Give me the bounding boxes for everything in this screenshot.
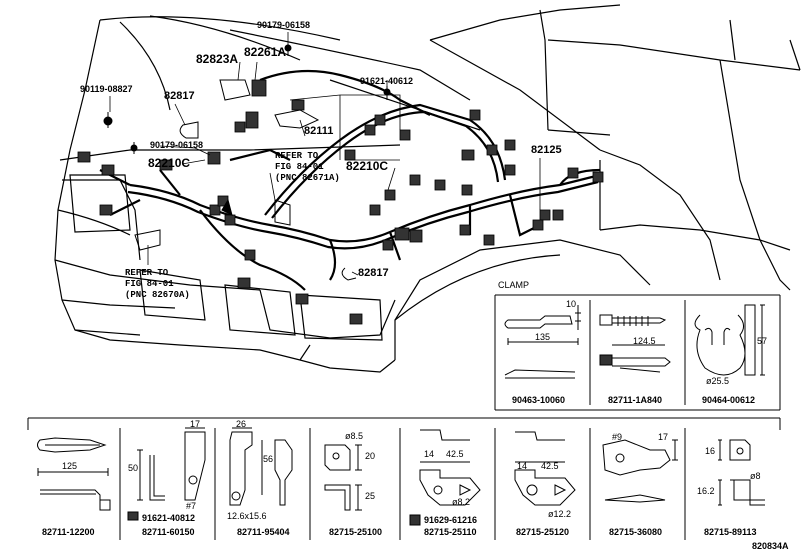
part-82715-25120[interactable]: 82715-25120	[516, 527, 570, 537]
dim-17-a: 17	[190, 419, 201, 429]
small-parts	[103, 44, 391, 281]
label-82111[interactable]: 82111	[304, 125, 334, 137]
clamp-section-title: CLAMP	[498, 280, 530, 290]
part-90463-10060[interactable]: 90463-10060	[512, 395, 566, 405]
part-82715-25110[interactable]: 82715-25110	[424, 527, 477, 537]
label-82817-top[interactable]: 82817	[164, 90, 195, 102]
dim-16-2: 16.2	[697, 486, 715, 496]
dim-16: 16	[705, 446, 716, 456]
part-91621-40812[interactable]: 91621-40812	[142, 513, 196, 523]
label-82210C-mid[interactable]: 82210C	[346, 159, 389, 173]
label-90179-06158-mid[interactable]: 90179-06158	[150, 140, 204, 150]
part-82711-60150[interactable]: 82711-60150	[142, 527, 195, 537]
dim-hash-9: #9	[612, 432, 623, 442]
dim-56: 56	[263, 454, 274, 464]
bottom-drawings	[37, 427, 765, 526]
clamp-dim-124-5: 124.5	[633, 336, 656, 346]
dim-dia-8-5: ø8.5	[345, 431, 364, 441]
dim-20: 20	[365, 451, 376, 461]
figure-code: 820834A	[752, 541, 789, 551]
leader-lines	[109, 32, 541, 276]
refer-to-fig-bottom[interactable]: REFER TO FIG 84-01 (PNC 82670A)	[125, 268, 190, 300]
part-91629-61216[interactable]: 91629-61216	[424, 515, 478, 525]
dim-26: 26	[236, 419, 247, 429]
part-82715-25100[interactable]: 82715-25100	[329, 527, 383, 537]
label-90179-06158-top[interactable]: 90179-06158	[257, 20, 311, 30]
label-82261A[interactable]: 82261A	[244, 45, 287, 59]
clamp-dim-10: 10	[566, 299, 577, 309]
dim-25: 25	[365, 491, 376, 501]
label-91621-40612[interactable]: 91621-40612	[360, 76, 414, 86]
label-82125[interactable]: 82125	[531, 144, 562, 156]
dim-12-6x15-6: 12.6x15.6	[227, 511, 267, 521]
label-82817-bottom[interactable]: 82817	[358, 267, 389, 279]
vehicle-body-outline	[54, 4, 801, 373]
clamp-drawings	[504, 304, 765, 379]
dim-17-b: 17	[658, 432, 669, 442]
label-90119-08827[interactable]: 90119-08827	[80, 84, 133, 94]
dim-125: 125	[62, 461, 78, 471]
section-frames	[27, 294, 781, 540]
dim-dia-8: ø8	[750, 471, 761, 481]
part-82711-12200[interactable]: 82711-12200	[42, 527, 95, 537]
part-82711-95404[interactable]: 82711-95404	[237, 527, 290, 537]
clamp-dim-57: 57	[757, 336, 768, 346]
label-82823A[interactable]: 82823A	[196, 52, 239, 66]
clamp-dim-135: 135	[535, 332, 551, 342]
dim-dia-8-2: ø8.2	[452, 497, 471, 507]
dim-42-5-a: 42.5	[446, 449, 464, 459]
dim-dia-12-2: ø12.2	[548, 509, 572, 519]
part-82715-36080[interactable]: 82715-36080	[609, 527, 663, 537]
refer-to-fig-top[interactable]: REFER TO FIG 84-01 (PNC 82671A)	[275, 151, 340, 183]
dim-42-5-b: 42.5	[541, 461, 559, 471]
label-82210C-left[interactable]: 82210C	[148, 156, 191, 170]
part-82715-89113[interactable]: 82715-89113	[704, 527, 757, 537]
dim-14-a: 14	[424, 449, 435, 459]
dim-50: 50	[128, 463, 139, 473]
part-82711-1A840[interactable]: 82711-1A840	[608, 395, 663, 405]
wire-harness	[99, 69, 601, 291]
dim-14-b: 14	[517, 461, 528, 471]
dim-hash-7: #7	[186, 501, 197, 511]
part-90464-00612[interactable]: 90464-00612	[702, 395, 756, 405]
clamp-dim-dia-25-5: ø25.5	[706, 376, 730, 386]
